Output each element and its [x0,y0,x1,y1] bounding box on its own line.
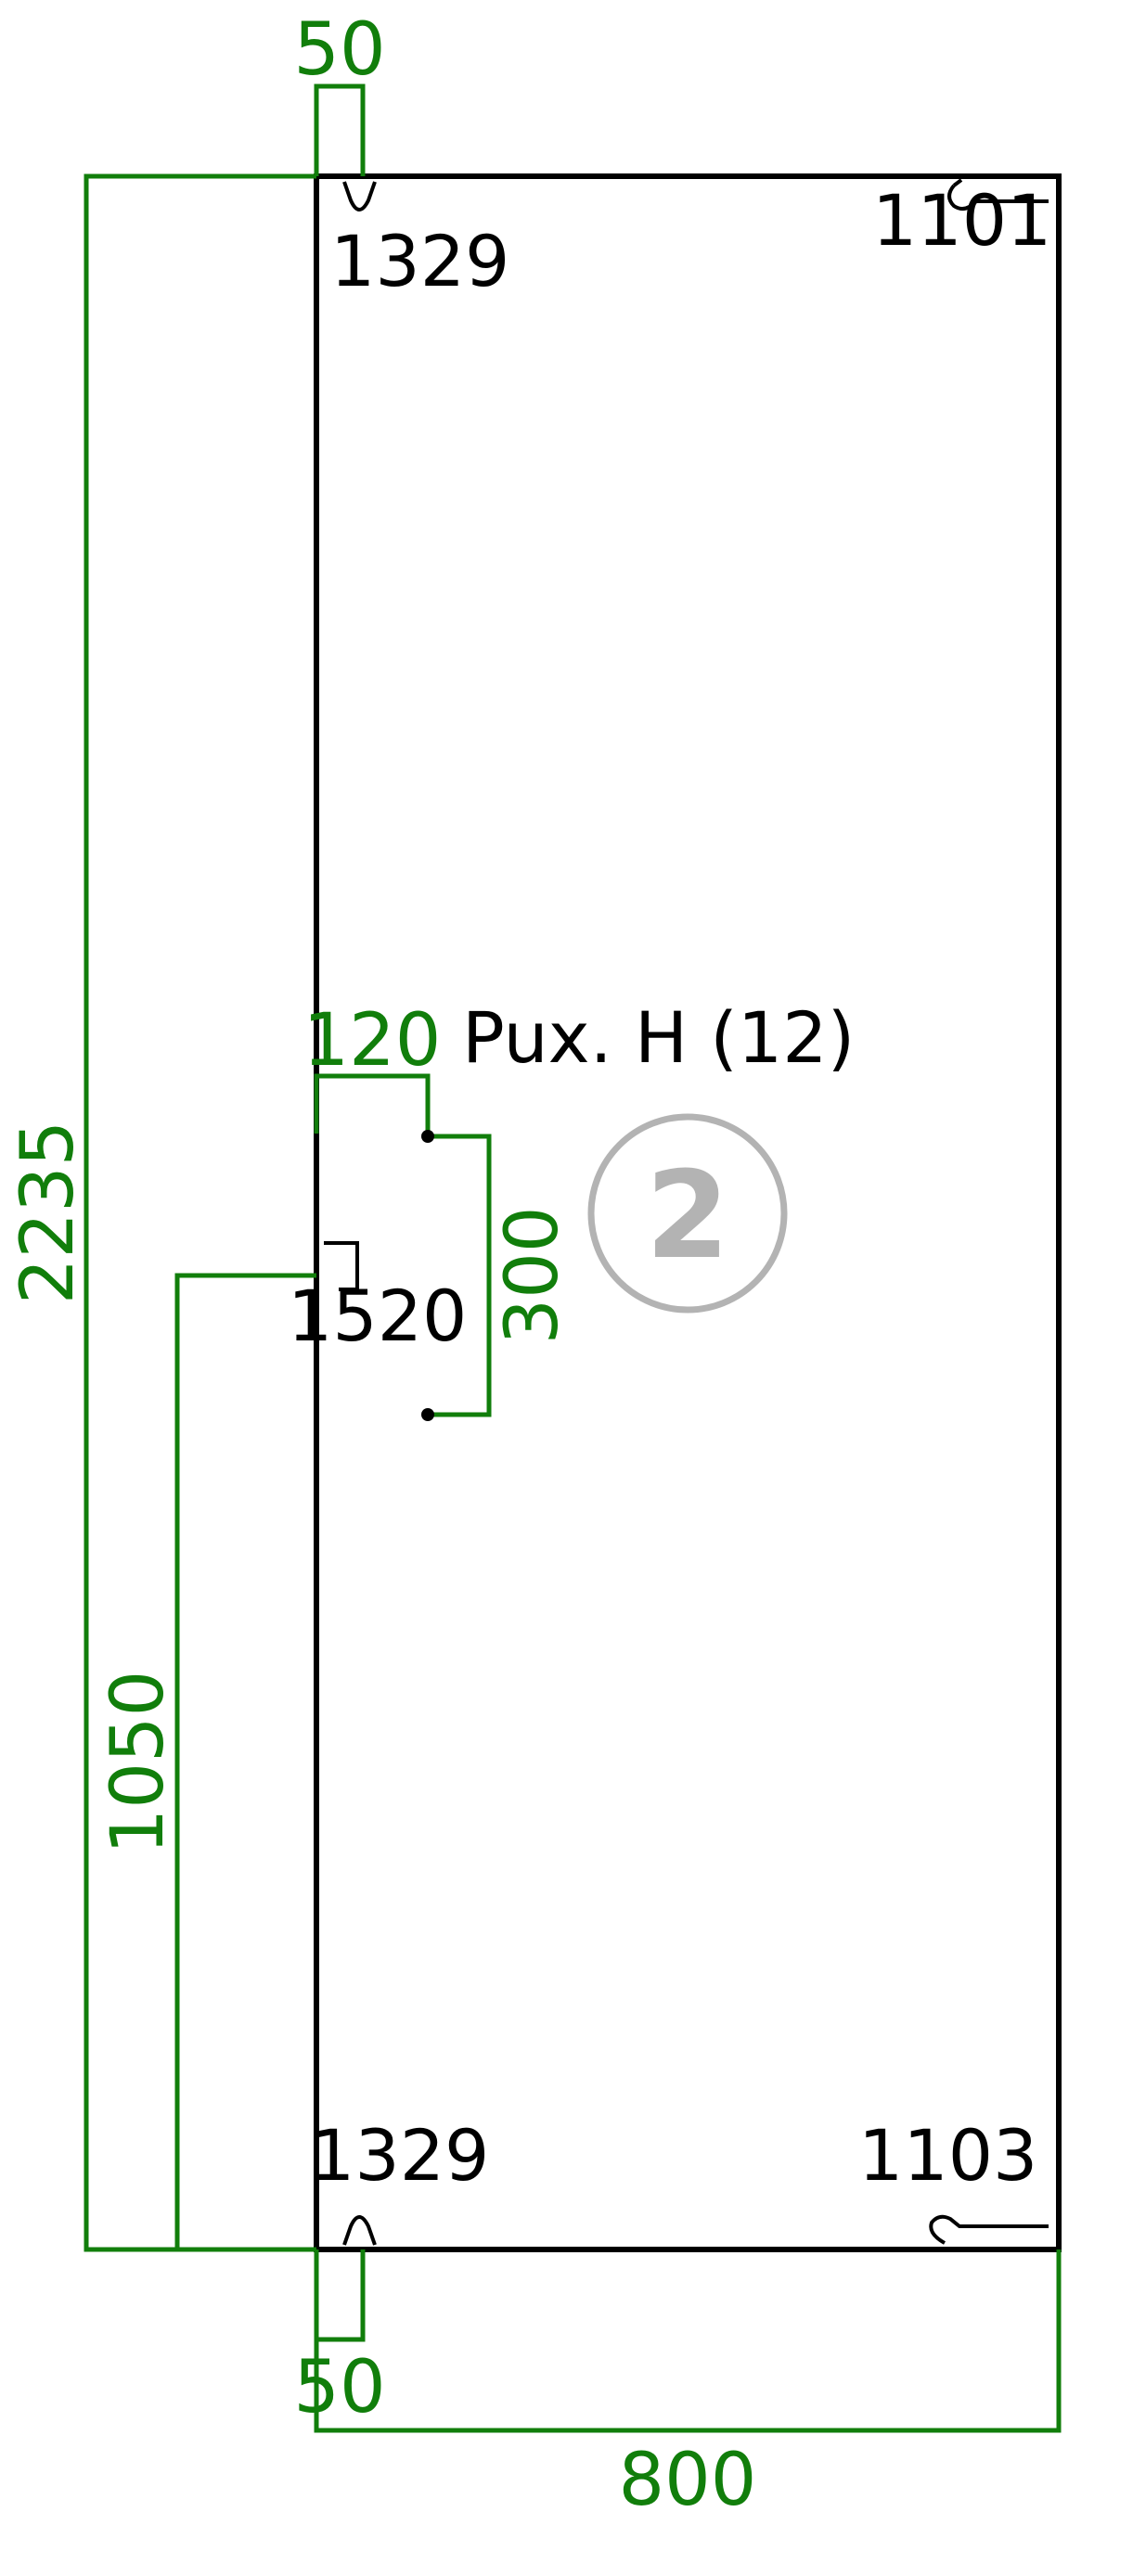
label-hinge-top: 1329 [330,220,509,302]
dim-handle-height [174,1273,316,2252]
label-hinge-bottom: 1329 [310,2114,489,2197]
corner-top-right-symbol [947,178,1049,211]
panel-outline [314,173,1062,2252]
label-corner-bottom-right: 1103 [858,2114,1037,2197]
dim-bottom-offset [314,2249,366,2342]
dim-hole-spacing-label: 300 [491,1207,574,1345]
part-mark-circle [587,1113,788,1314]
dim-total-height-label: 2235 [6,1121,90,1305]
dim-hole-spacing [428,1134,492,1417]
dim-top-offset [314,83,366,176]
corner-bottom-right-symbol [929,2214,1049,2245]
dim-hole-offset [314,1073,431,1136]
dim-width-label: 800 [619,2439,757,2522]
hinge-top-symbol [342,181,377,211]
label-corner-top-right: 1101 [872,179,1051,262]
dim-handle-height-label: 1050 [97,1671,180,1855]
hole-upper [421,1130,434,1143]
hinge-bottom-symbol [342,2215,377,2246]
handle-symbol [324,1241,359,1291]
dim-width [314,2249,1062,2433]
dim-top-offset-label: 50 [293,8,385,92]
label-hardware-note: Pux. H (12) [462,996,855,1079]
part-mark-number: 2 [646,1145,729,1286]
label-handle: 1520 [288,1275,467,1357]
dim-hole-offset-label: 120 [303,999,442,1083]
dim-bottom-offset-label: 50 [293,2346,385,2429]
dim-total-height [84,173,316,2252]
hole-lower [421,1408,434,1421]
